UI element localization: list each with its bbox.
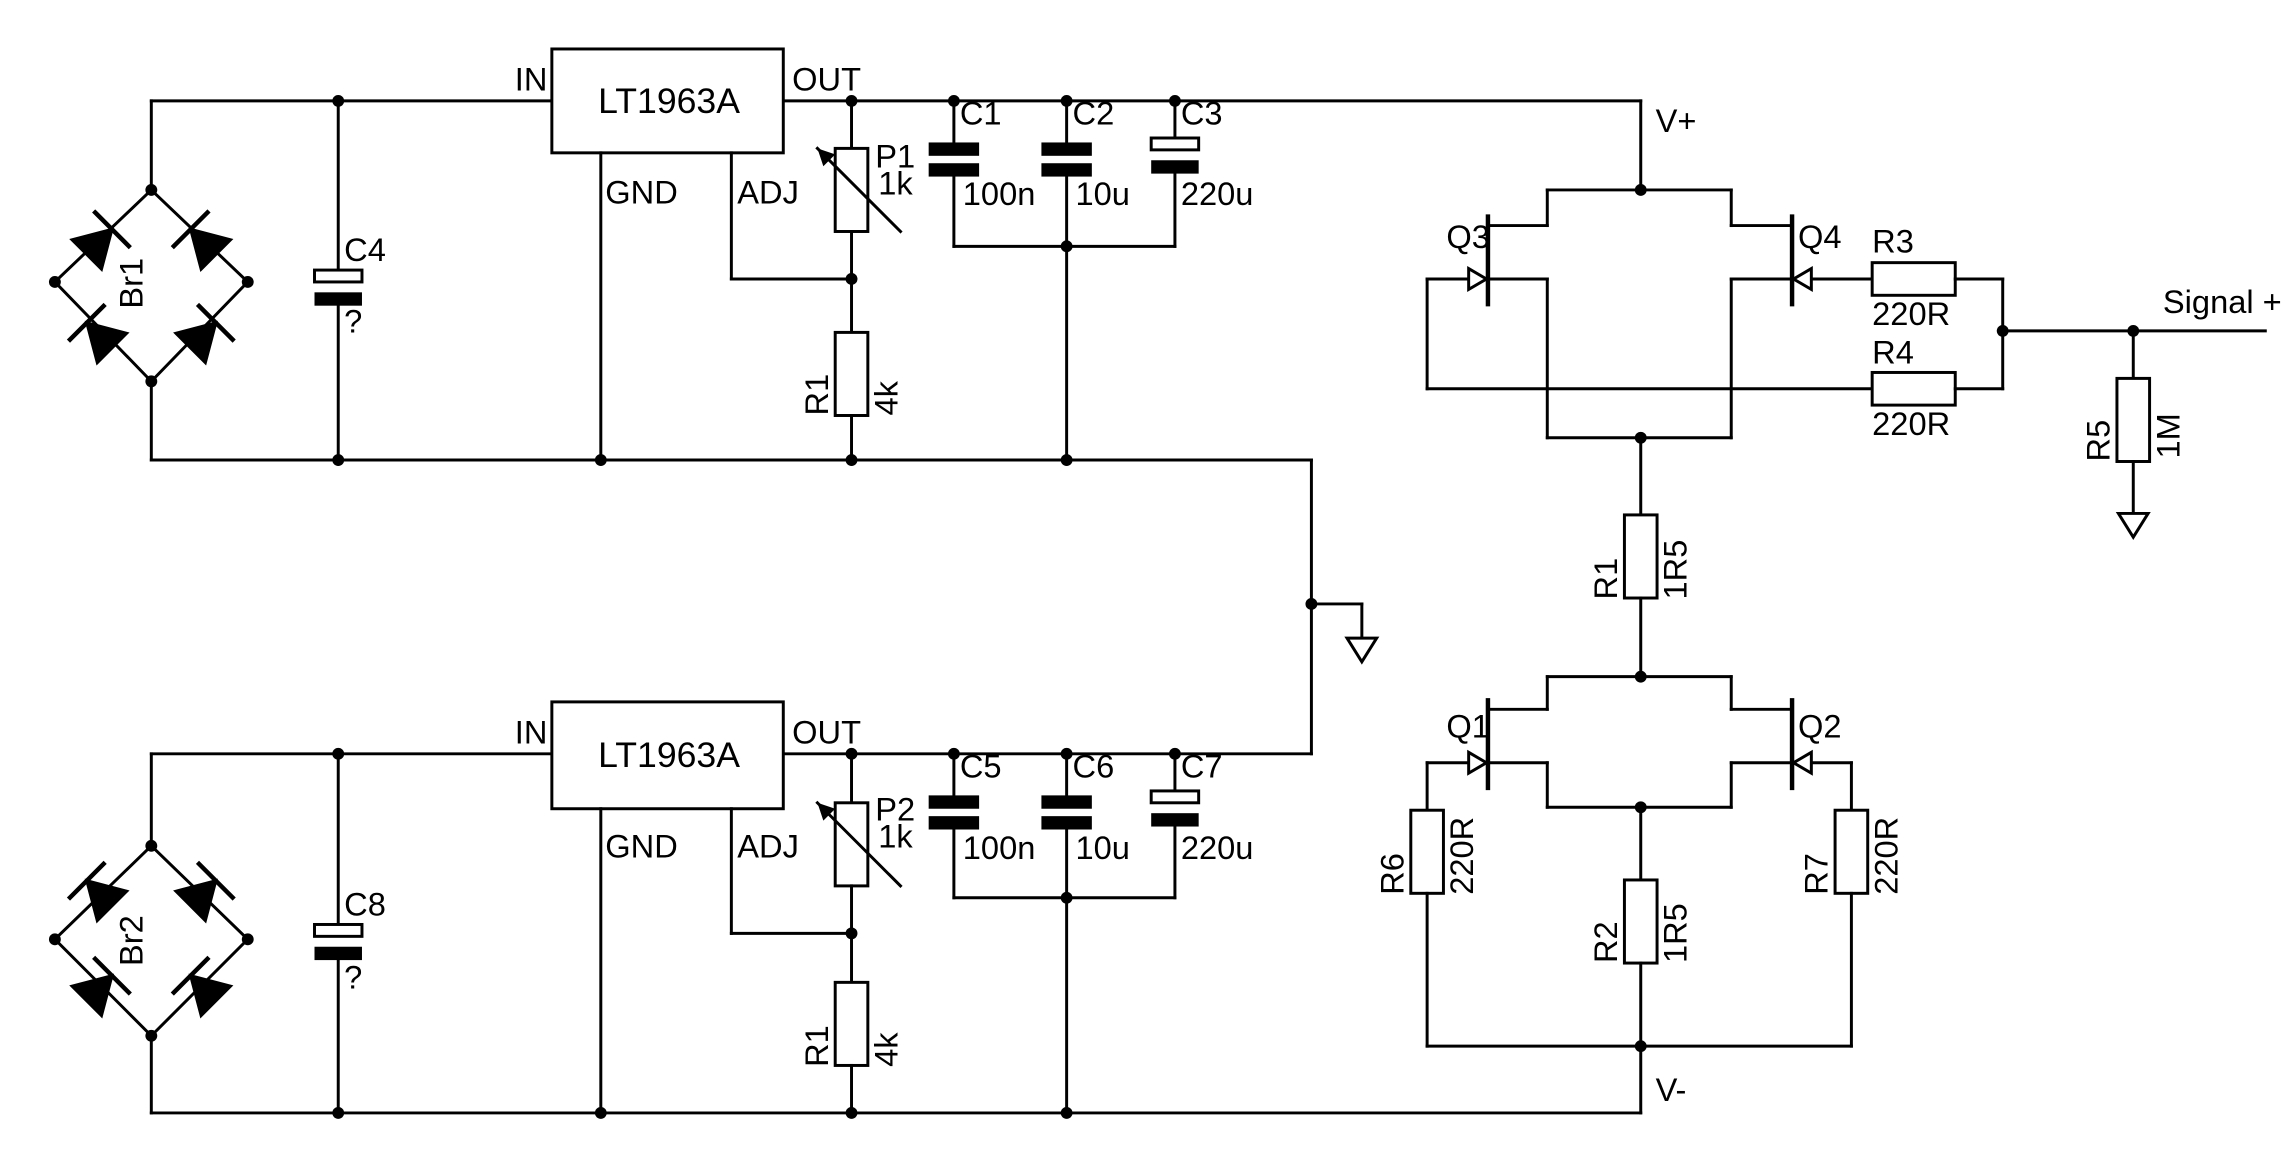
r7-label: R7 — [1798, 853, 1835, 895]
transistor-q1: Q1 — [1425, 698, 1549, 791]
ic-top-out-label: OUT — [792, 61, 861, 98]
capacitor-c8: C8 ? — [313, 747, 386, 1119]
p1-value: 1k — [878, 164, 913, 201]
r3-value: 220R — [1872, 295, 1950, 332]
r5-label: R5 — [2080, 420, 2117, 462]
ic-top-gnd-label: GND — [605, 173, 677, 210]
capacitor-c1: C1 100n — [928, 95, 1036, 248]
potentiometer-p2: P2 1k — [815, 747, 915, 984]
q3-label: Q3 — [1446, 218, 1490, 255]
ic-top-in-label: IN — [515, 61, 548, 98]
vplus-label: V+ — [1656, 102, 1697, 139]
capacitor-c3: C3 220u — [1149, 95, 1254, 248]
r1-bottom-value: 4k — [868, 1032, 905, 1067]
r4-value: 220R — [1872, 405, 1950, 442]
capacitor-c6: C6 10u — [1041, 748, 1130, 1119]
q4-label: Q4 — [1798, 218, 1842, 255]
r2-mid-label: R2 — [1587, 921, 1624, 963]
bridge-rectifier-br1: Br1 — [48, 99, 254, 462]
bridge-rectifier-br2: Br2 — [48, 752, 254, 1115]
resistor-r4: R4 220R — [1870, 334, 2005, 442]
c1-value: 100n — [963, 175, 1036, 212]
capacitor-c5: C5 100n — [928, 748, 1036, 900]
transistor-q3: Q3 — [1425, 214, 1549, 307]
regulator-ic-bottom: LT1963A IN OUT GND ADJ — [515, 700, 861, 1119]
ground-icon — [1344, 636, 1380, 665]
ic-bottom-out-label: OUT — [792, 713, 861, 750]
resistor-r1-bottom: R1 4k — [798, 980, 905, 1119]
r2-mid-value: 1R5 — [1657, 903, 1694, 963]
r4-label: R4 — [1872, 334, 1914, 371]
ic-bottom-in-label: IN — [515, 713, 548, 750]
capacitor-c4: C4 ? — [313, 94, 386, 466]
ground-icon — [2115, 511, 2151, 540]
transistor-q2: Q2 — [1729, 698, 1853, 791]
resistor-r6: R6 220R — [1373, 761, 1480, 1048]
capacitor-c2: C2 10u — [1041, 95, 1130, 466]
regulator-ic-top: LT1963A IN OUT GND ADJ — [515, 47, 861, 466]
resistor-r1-top: R1 4k — [798, 330, 905, 466]
r6-label: R6 — [1373, 853, 1410, 895]
bottom-supply: Br2 C8 ? LT1963A IN OUT GND ADJ — [48, 700, 1643, 1119]
c6-value: 10u — [1076, 829, 1130, 866]
r1-mid-label: R1 — [1587, 558, 1624, 600]
c2-label: C2 — [1073, 95, 1115, 132]
r7-value: 220R — [1867, 817, 1904, 895]
r3-label: R3 — [1872, 222, 1914, 259]
ic-top-name: LT1963A — [598, 81, 740, 121]
c2-value: 10u — [1076, 175, 1130, 212]
c4-value: ? — [344, 302, 362, 339]
c5-value: 100n — [963, 829, 1036, 866]
r6-value: 220R — [1443, 817, 1480, 895]
r1-bottom-label: R1 — [798, 1025, 835, 1067]
ic-top-adj-label: ADJ — [737, 173, 799, 210]
ic-bottom-adj-label: ADJ — [737, 828, 799, 865]
resistor-r3: R3 220R — [1870, 222, 2005, 332]
br1-label: Br1 — [112, 258, 149, 309]
c5-label: C5 — [960, 748, 1002, 785]
ground-node — [1305, 458, 1380, 756]
resistor-r5: R5 1M — [2080, 329, 2186, 540]
c8-label: C8 — [344, 886, 386, 923]
ic-bottom-gnd-label: GND — [605, 828, 677, 865]
potentiometer-p1: P1 1k — [815, 94, 915, 334]
top-supply: Br1 C4 ? LT1963A IN OUT GND ADJ — [48, 47, 1643, 466]
c1-label: C1 — [960, 95, 1002, 132]
ic-bottom-name: LT1963A — [598, 735, 740, 775]
r1-top-label: R1 — [798, 374, 835, 416]
transistor-q4: Q4 — [1729, 214, 1874, 307]
output-stage: V+ V- Q3 Q4 — [1373, 102, 2282, 1115]
p1-label: P1 — [875, 138, 915, 175]
c4-label: C4 — [344, 231, 386, 268]
signal-label: Signal + — [2163, 283, 2282, 320]
c3-label: C3 — [1181, 95, 1223, 132]
p2-value: 1k — [878, 817, 913, 854]
resistor-r2-mid: R2 1R5 — [1587, 805, 1694, 1115]
c6-label: C6 — [1073, 748, 1115, 785]
resistor-r7: R7 220R — [1798, 761, 1904, 1048]
vminus-label: V- — [1656, 1071, 1687, 1108]
q2-label: Q2 — [1798, 708, 1842, 745]
c7-value: 220u — [1181, 829, 1254, 866]
r1-mid-value: 1R5 — [1657, 540, 1694, 600]
resistor-r1-mid: R1 1R5 — [1587, 436, 1694, 679]
r5-value: 1M — [2149, 413, 2186, 458]
br2-label: Br2 — [112, 915, 149, 966]
c8-value: ? — [344, 958, 362, 995]
c7-label: C7 — [1181, 748, 1223, 785]
r1-top-value: 4k — [868, 380, 905, 415]
q1-label: Q1 — [1446, 708, 1490, 745]
capacitor-c7: C7 220u — [1149, 748, 1254, 900]
p2-label: P2 — [875, 791, 915, 828]
c3-value: 220u — [1181, 175, 1254, 212]
